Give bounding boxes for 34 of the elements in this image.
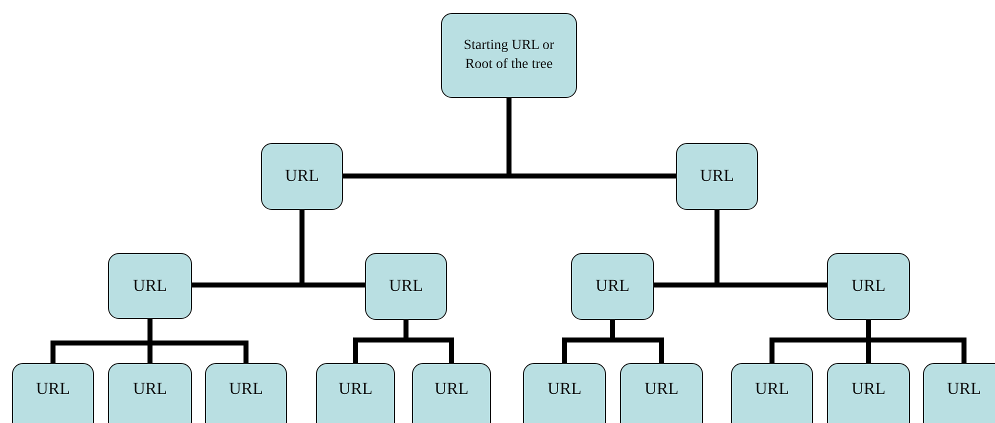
node-text: URL xyxy=(700,167,734,186)
tree-node xyxy=(365,253,447,320)
node-text: URL xyxy=(548,380,582,399)
tree-node xyxy=(827,253,910,320)
node-text: URL xyxy=(852,380,886,399)
tree-node xyxy=(108,363,192,423)
tree-node xyxy=(205,363,287,423)
tree-node xyxy=(523,363,606,423)
tree-node xyxy=(620,363,703,423)
node-text: Starting URL or Root of the tree xyxy=(462,37,556,74)
node-text: URL xyxy=(852,277,886,296)
tree-node xyxy=(827,363,910,423)
node-text: URL xyxy=(434,380,468,399)
node-text: URL xyxy=(644,380,678,399)
node-text: URL xyxy=(229,380,263,399)
node-text: URL xyxy=(36,380,70,399)
node-text: URL xyxy=(389,277,423,296)
tree-node xyxy=(412,363,491,423)
node-text: URL xyxy=(133,276,167,296)
tree-node xyxy=(731,363,813,423)
tree-node xyxy=(261,143,343,210)
tree-node xyxy=(571,253,654,320)
node-text: URL xyxy=(947,380,981,399)
node-text: URL xyxy=(133,380,167,399)
node-text: URL xyxy=(338,380,372,399)
tree-node xyxy=(923,363,995,423)
tree-node xyxy=(12,363,94,423)
node-text: URL xyxy=(596,277,630,296)
node-text: URL xyxy=(285,167,319,186)
tree-node xyxy=(441,13,577,98)
tree-node xyxy=(676,143,758,210)
node-text: URL xyxy=(755,380,789,399)
tree-node xyxy=(316,363,395,423)
tree-node xyxy=(108,253,192,319)
